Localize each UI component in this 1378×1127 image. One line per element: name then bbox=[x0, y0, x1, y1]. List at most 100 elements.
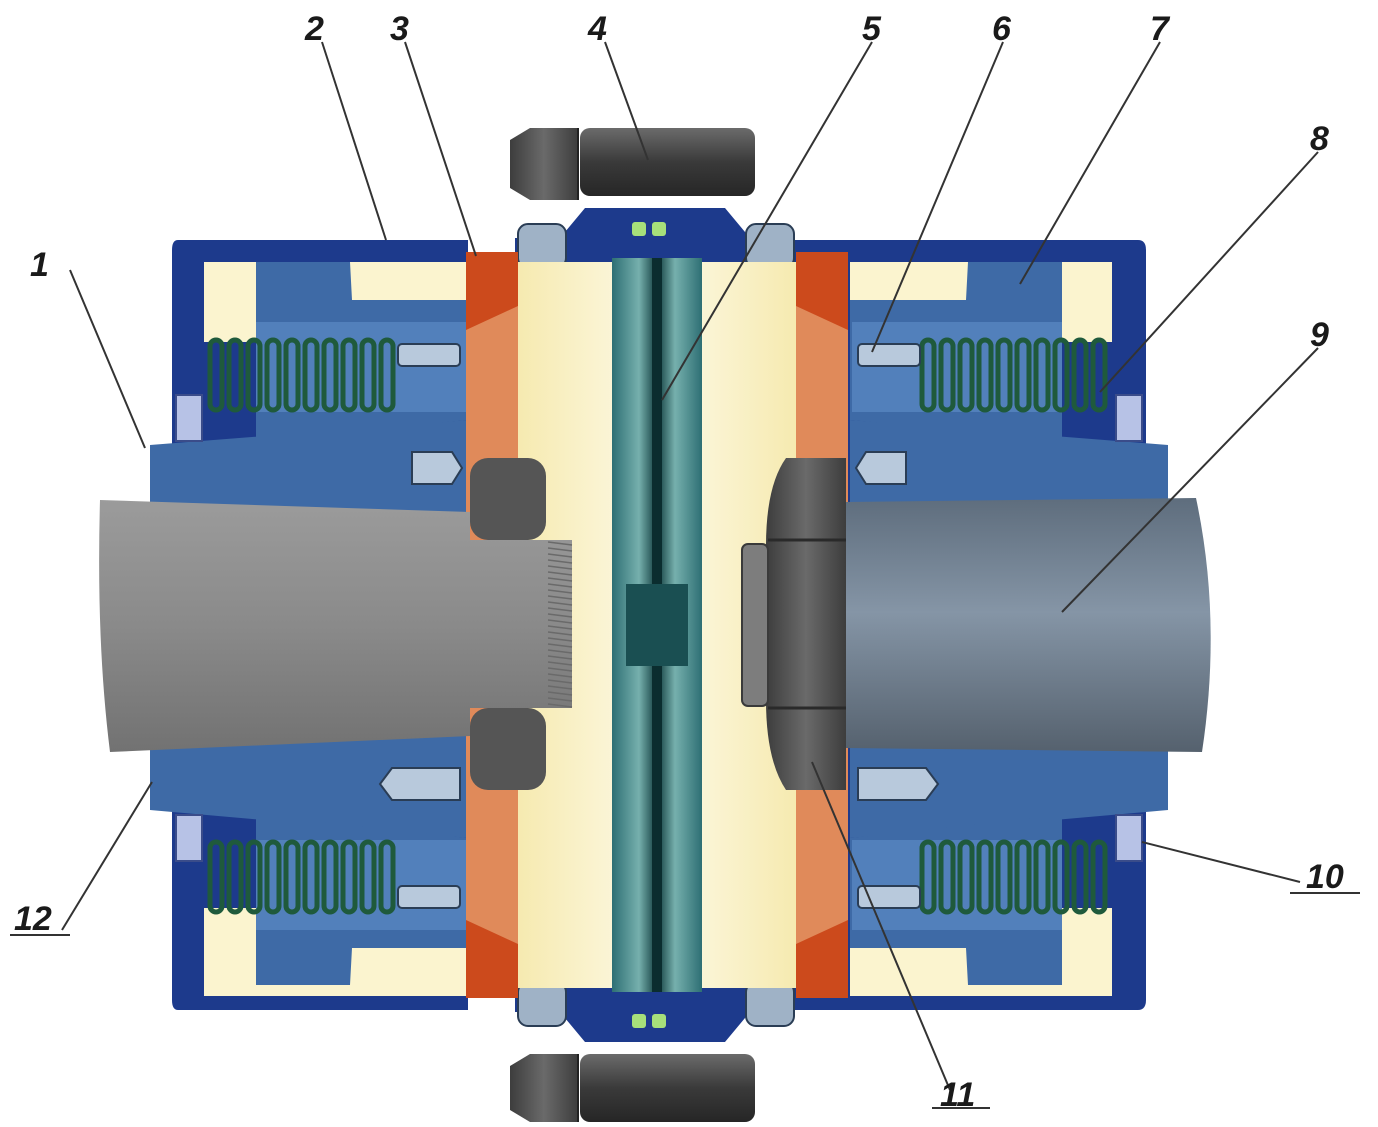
thread-line bbox=[547, 625, 573, 630]
thread-line bbox=[547, 697, 573, 702]
thread-line bbox=[547, 649, 573, 654]
spring-coil bbox=[283, 337, 301, 413]
thread-line bbox=[547, 679, 573, 684]
bottom-bolt bbox=[510, 1054, 755, 1122]
callout-9: 9 bbox=[1061, 316, 1329, 613]
callout-12-label: 12 bbox=[14, 900, 52, 938]
callout-6-label: 6 bbox=[992, 10, 1012, 48]
callout-1-label: 1 bbox=[30, 246, 49, 284]
thread-line bbox=[547, 547, 573, 552]
spring-coil bbox=[226, 839, 244, 915]
callout-10-leader bbox=[1141, 841, 1301, 883]
spring-coil bbox=[1052, 839, 1070, 915]
thread-line bbox=[547, 595, 573, 600]
bottom-flange-marker-right bbox=[652, 1014, 666, 1028]
spring-coil bbox=[245, 839, 263, 915]
callout-1-leader bbox=[69, 269, 146, 449]
spring-coil bbox=[1071, 337, 1089, 413]
callout-5-label: 5 bbox=[862, 10, 882, 48]
spring-coil bbox=[1033, 337, 1051, 413]
spring-packs bbox=[207, 337, 1108, 915]
thread-line bbox=[547, 643, 573, 648]
callout-6: 6 bbox=[871, 10, 1012, 353]
callout-9-leader bbox=[1061, 347, 1319, 613]
callout-5: 5 bbox=[661, 10, 882, 401]
flange-washers bbox=[517, 223, 795, 1027]
callout-10: 10 bbox=[1141, 841, 1360, 896]
thread-line bbox=[547, 631, 573, 636]
callout-3-leader bbox=[404, 41, 477, 257]
spring-coil bbox=[245, 337, 263, 413]
callout-1: 1 bbox=[30, 246, 146, 449]
left-shaft-nut bbox=[470, 458, 546, 790]
spring-coil bbox=[340, 337, 358, 413]
spring-coil bbox=[1033, 839, 1051, 915]
callout-4-leader bbox=[604, 41, 649, 161]
thread-line bbox=[547, 541, 573, 546]
callout-9-label: 9 bbox=[1310, 316, 1329, 354]
top-flange-marker-left bbox=[632, 222, 646, 236]
thread-line bbox=[547, 685, 573, 690]
callout-5-leader bbox=[661, 41, 873, 401]
spring-coil bbox=[378, 839, 396, 915]
thread-line bbox=[547, 703, 573, 708]
spring-coil bbox=[321, 337, 339, 413]
spring-coil bbox=[207, 839, 225, 915]
callout-11-leader bbox=[811, 761, 951, 1091]
spring-coil bbox=[226, 337, 244, 413]
right-shaft bbox=[846, 498, 1211, 752]
thread-line bbox=[547, 577, 573, 582]
right-shaft-nut bbox=[741, 458, 846, 790]
callout-2-leader bbox=[321, 41, 387, 241]
spring-coil bbox=[919, 839, 937, 915]
side-seals bbox=[175, 394, 1143, 862]
thread-line bbox=[547, 607, 573, 612]
spring-coil bbox=[938, 839, 956, 915]
thread-line bbox=[547, 565, 573, 570]
bottom-flange-marker-left bbox=[632, 1014, 646, 1028]
spring-coil bbox=[1052, 337, 1070, 413]
spring-coil bbox=[919, 337, 937, 413]
spring-coil bbox=[938, 337, 956, 413]
callout-layer: 1 2 3 4 5 6 7 8 bbox=[10, 10, 1360, 1114]
spring-coil bbox=[1014, 839, 1032, 915]
callout-4-label: 4 bbox=[587, 10, 607, 48]
spring-coil bbox=[378, 337, 396, 413]
thread-line bbox=[547, 583, 573, 588]
thread-line bbox=[547, 691, 573, 696]
spring-coil bbox=[976, 337, 994, 413]
callout-2: 2 bbox=[304, 10, 387, 241]
callout-6-leader bbox=[871, 41, 1004, 353]
callout-7-leader bbox=[1019, 41, 1161, 285]
spring-coil bbox=[976, 839, 994, 915]
top-bolt bbox=[510, 128, 755, 200]
callout-8-leader bbox=[1099, 151, 1319, 393]
callout-11-label: 11 bbox=[940, 1076, 975, 1114]
bottom-flange bbox=[515, 988, 795, 1042]
callout-3: 3 bbox=[390, 10, 477, 257]
spring-coil bbox=[1090, 337, 1108, 413]
spring-coil bbox=[1071, 839, 1089, 915]
thread-line bbox=[547, 559, 573, 564]
spring-coil bbox=[283, 839, 301, 915]
spring-coil bbox=[995, 839, 1013, 915]
spring-coil bbox=[340, 839, 358, 915]
callout-4: 4 bbox=[587, 10, 649, 161]
callout-2-label: 2 bbox=[304, 10, 324, 48]
spring-coil bbox=[321, 839, 339, 915]
callout-8-label: 8 bbox=[1310, 120, 1329, 158]
thread-line bbox=[547, 637, 573, 642]
spring-coil bbox=[302, 839, 320, 915]
spring-coil bbox=[302, 337, 320, 413]
thread-line bbox=[547, 619, 573, 624]
thread-line bbox=[547, 673, 573, 678]
spring-coil bbox=[207, 337, 225, 413]
elastic-disc bbox=[612, 258, 702, 992]
spring-coil bbox=[957, 839, 975, 915]
top-flange bbox=[515, 208, 795, 262]
spring-coil bbox=[1090, 839, 1108, 915]
callout-7-label: 7 bbox=[1150, 10, 1171, 48]
thread-line bbox=[547, 601, 573, 606]
